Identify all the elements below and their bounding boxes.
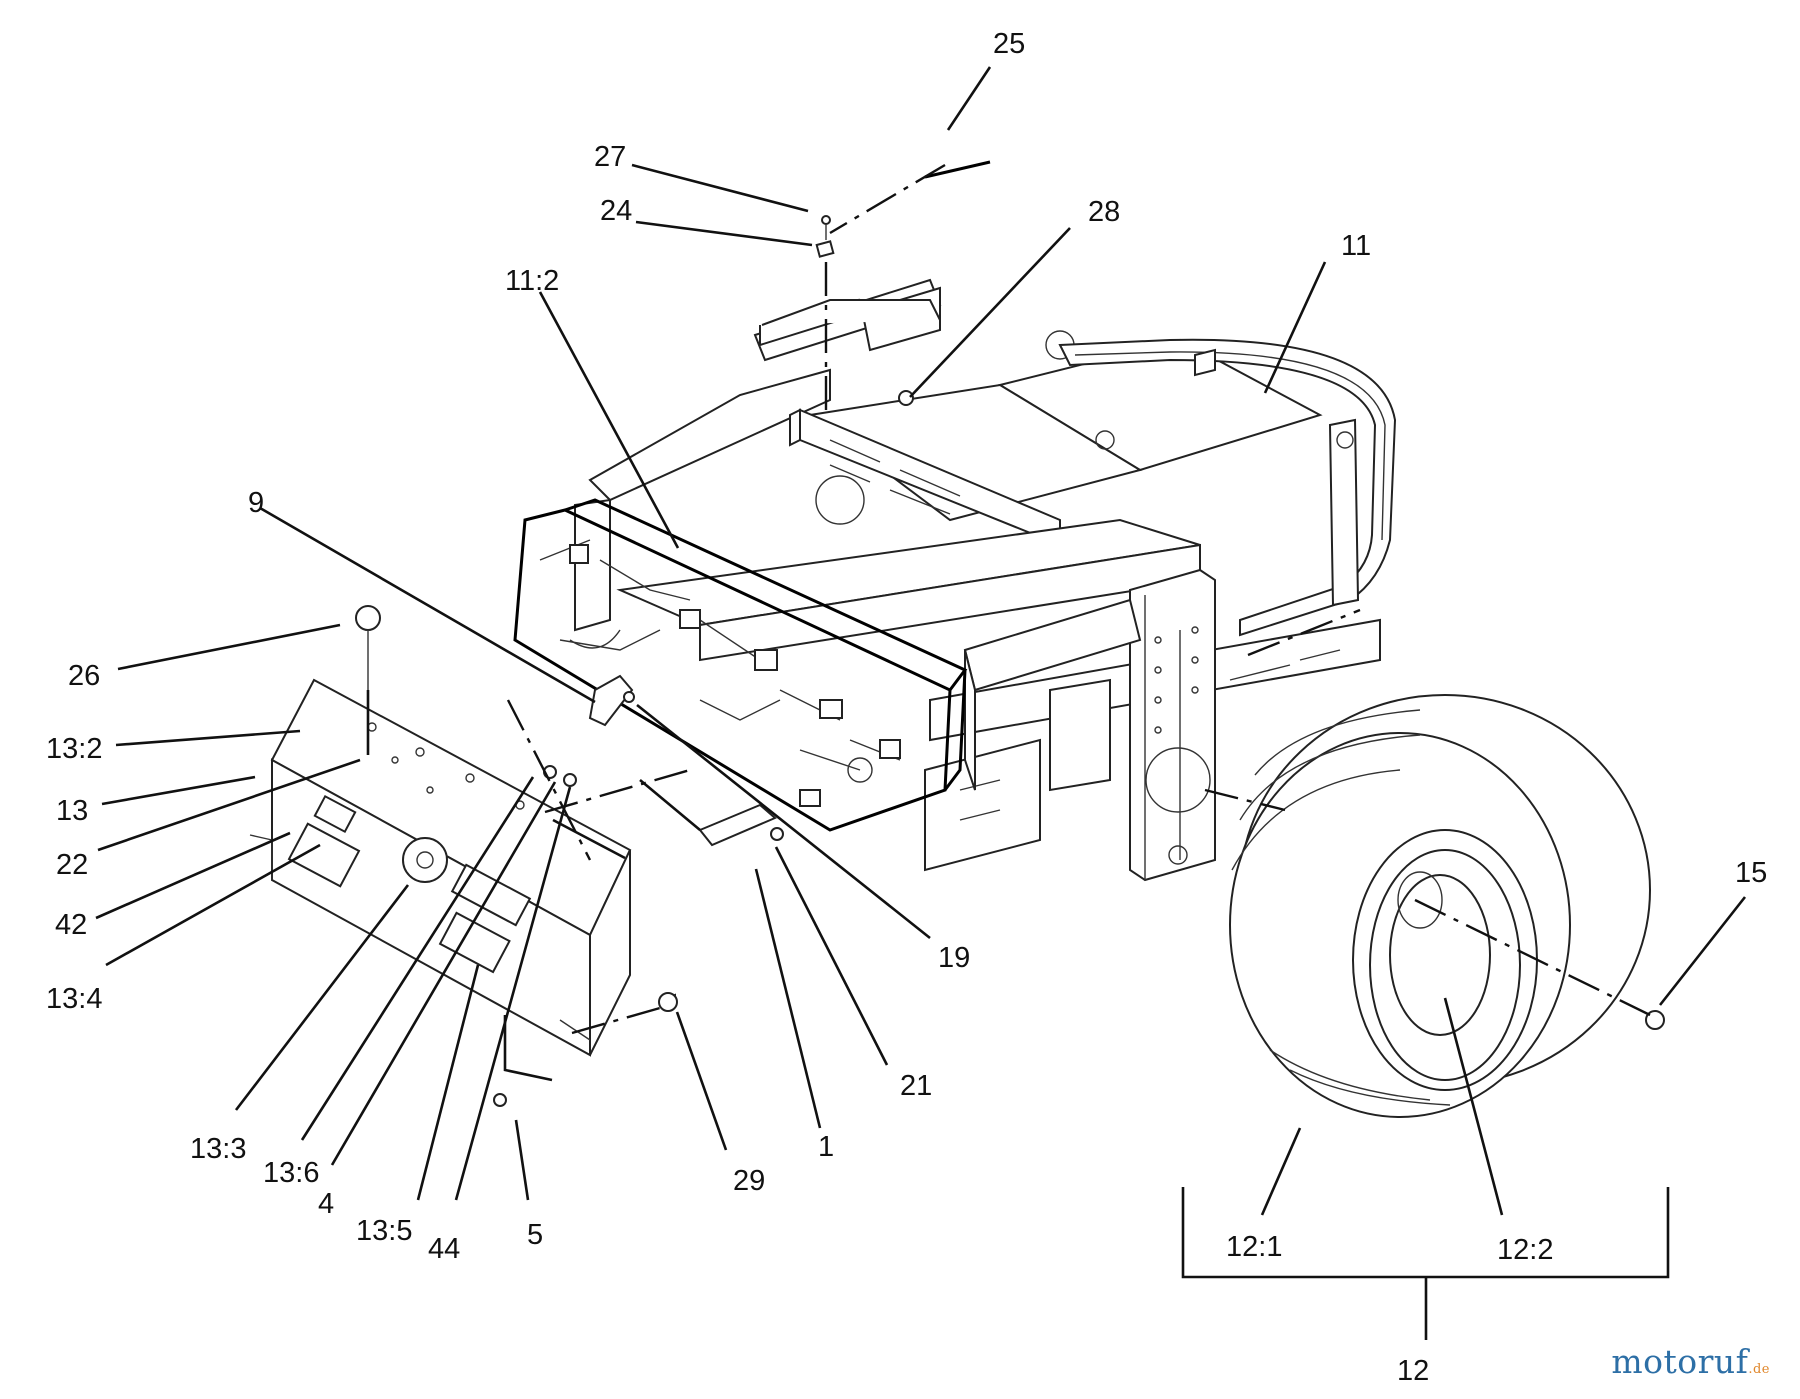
callout-9: 9 [248,487,264,519]
callout-11-2: 11:2 [505,265,559,297]
watermark-logo: motoruf.de [1611,1342,1770,1381]
assembly-lines [366,163,1651,1082]
callout-12-2: 12:2 [1497,1234,1553,1266]
callout-25: 25 [993,28,1025,60]
callout-22: 22 [56,849,88,881]
callout-11: 11 [1341,230,1371,262]
callout-13-2: 13:2 [46,733,102,765]
leader-lines [95,66,1747,1216]
lever-drawing [588,674,784,847]
callout-13-4: 13:4 [46,983,102,1015]
callout-24: 24 [600,195,632,227]
callout-12-1: 12:1 [1226,1231,1282,1263]
callout-19: 19 [938,942,970,974]
callout-13: 13 [56,795,88,827]
watermark-text: motoruf [1611,1342,1749,1381]
callout-28: 28 [1088,196,1120,228]
watermark-suffix: .de [1748,1362,1770,1377]
callout-1: 1 [818,1131,834,1163]
callout-42: 42 [55,909,87,941]
wheel-drawing [1229,694,1651,1118]
rear-frame-drawing [574,278,1397,882]
electrical-box-drawing [513,498,968,832]
callout-27: 27 [594,141,626,173]
front-panel-drawing [249,605,1665,1107]
callout-29: 29 [733,1165,765,1197]
callout-13-6: 13:6 [263,1157,319,1189]
callout-5: 5 [527,1219,543,1251]
top-bracket-drawing [761,160,991,406]
callout-4: 4 [318,1188,334,1220]
callout-13-5: 13:5 [356,1215,412,1247]
wheel-group-bracket [1181,1187,1670,1340]
callout-26: 26 [68,660,100,692]
callout-44: 44 [428,1233,460,1265]
callout-21: 21 [900,1070,932,1102]
callout-labels: 25 27 24 28 11 11:2 9 26 13:2 13 22 42 1… [46,28,1767,1387]
callout-13-3: 13:3 [190,1133,246,1165]
callout-12: 12 [1397,1355,1429,1387]
callout-15: 15 [1735,857,1767,889]
